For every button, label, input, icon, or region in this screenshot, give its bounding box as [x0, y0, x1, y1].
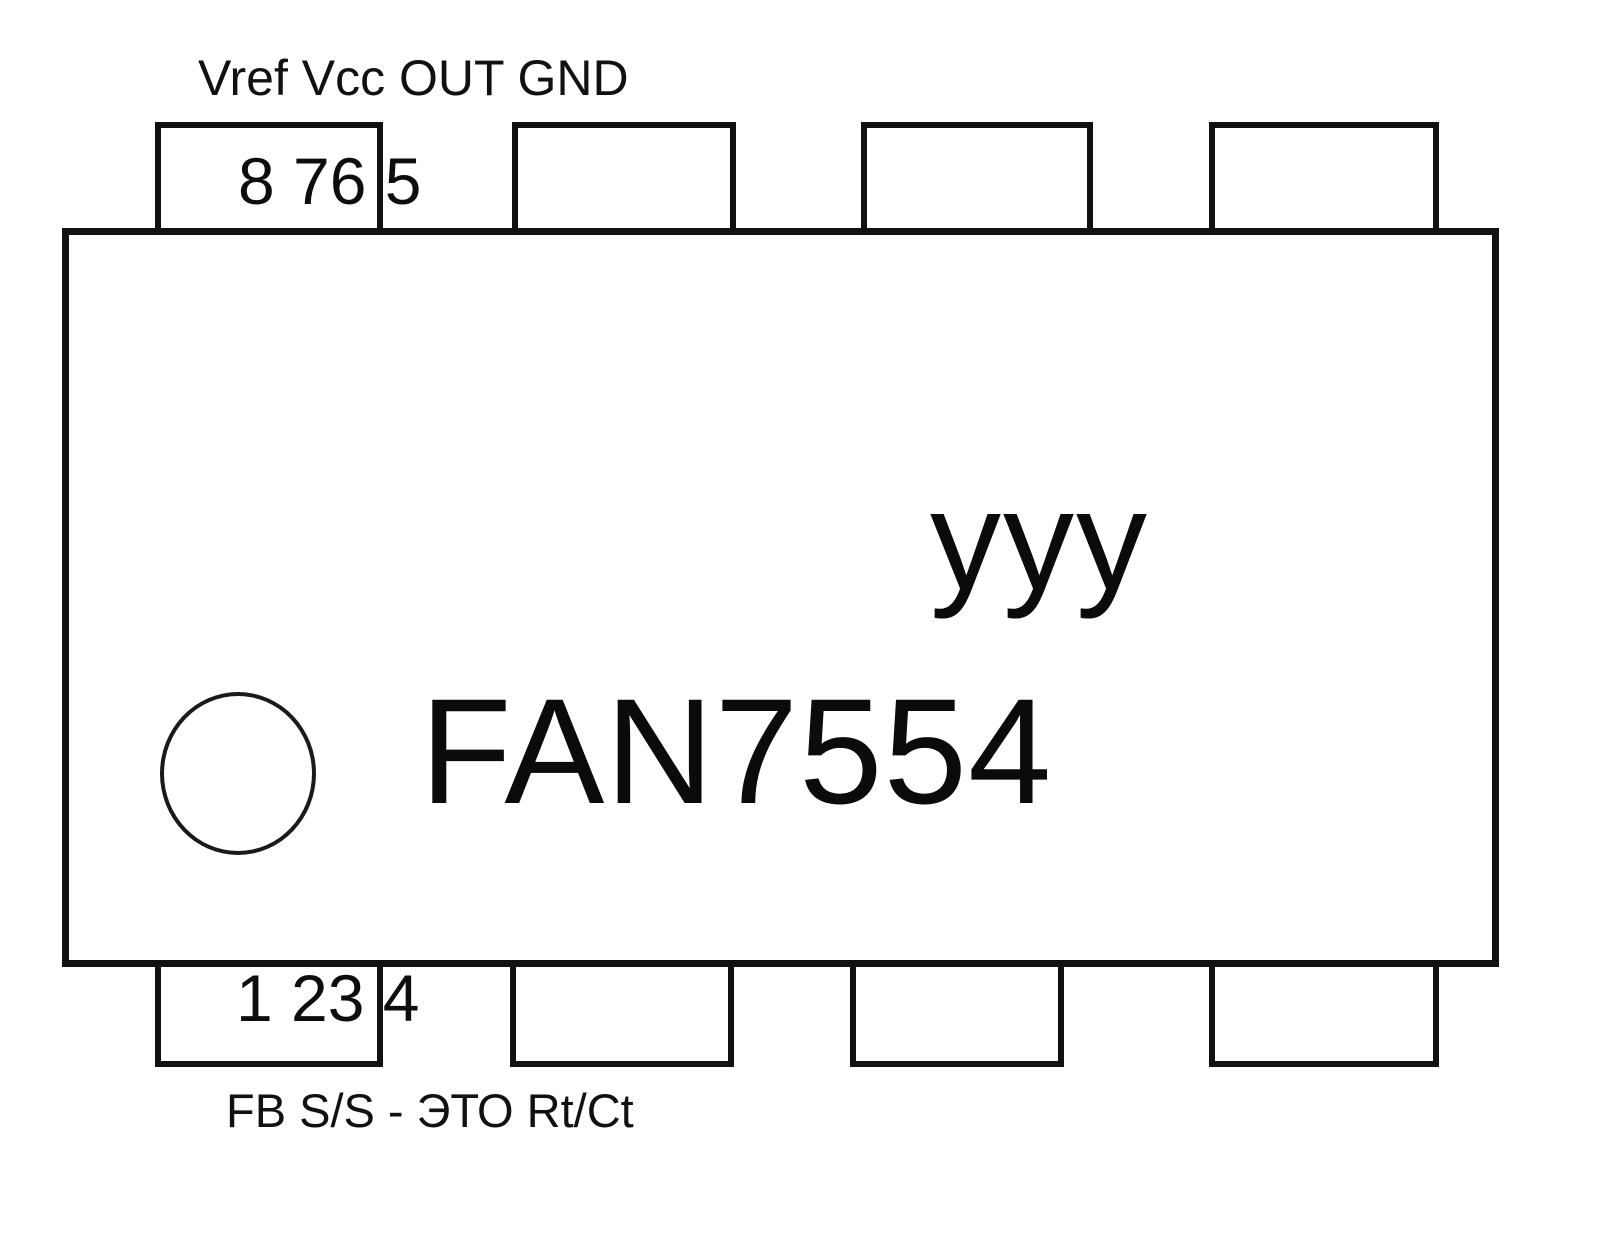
pin-bottom-4 [1209, 962, 1439, 1067]
pin-top-7 [512, 122, 736, 234]
pin-top-6 [861, 122, 1093, 234]
part-number-marking: FAN7554 [420, 667, 1053, 835]
pin-bottom-2 [510, 962, 734, 1067]
top-pin-numbers: 8 76 5 [238, 144, 422, 218]
ic-body [62, 228, 1499, 967]
bottom-pin-numbers: 1 23 4 [236, 961, 420, 1035]
bottom-signal-labels: FB S/S - ЭТО Rt/Ct [226, 1084, 634, 1137]
pin-bottom-3 [850, 962, 1064, 1067]
top-signal-labels: Vref Vcc OUT GND [198, 50, 629, 106]
pin-bottom-1 [155, 962, 383, 1067]
lot-code-marking: yyy [930, 461, 1149, 620]
pin-top-5 [1209, 122, 1439, 234]
pin-top-8 [155, 122, 383, 234]
pin1-dimple-circle-icon [160, 692, 316, 855]
